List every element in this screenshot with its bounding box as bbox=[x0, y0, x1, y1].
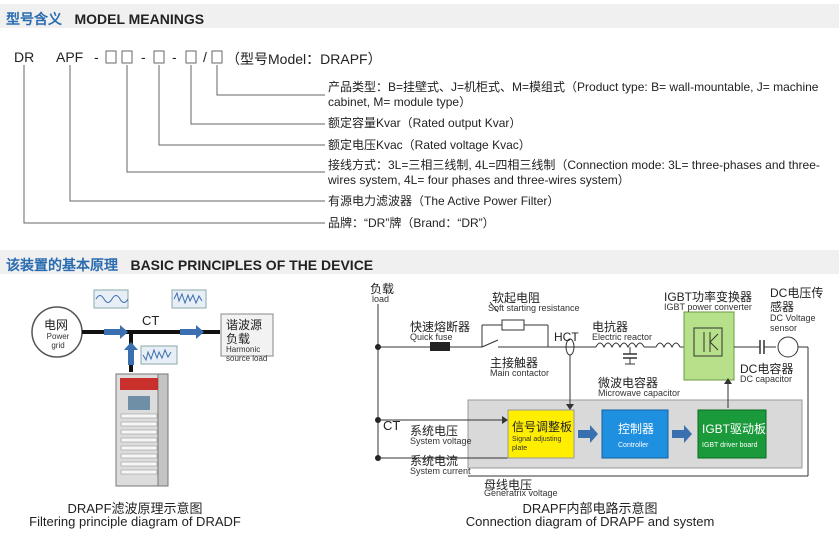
system-current-en: System current bbox=[410, 466, 471, 476]
section-title-cn: 该装置的基本原理 bbox=[6, 257, 118, 273]
quick-fuse bbox=[430, 342, 450, 351]
meaning-apf: 有源电力滤波器（The Active Power Filter） bbox=[328, 194, 560, 208]
igbt-converter bbox=[683, 311, 735, 381]
left-caption-en: Filtering principle diagram of DRADF bbox=[29, 514, 241, 529]
driver-board-en: IGBT driver board bbox=[702, 442, 758, 449]
sine-wave-icon bbox=[93, 289, 129, 309]
signal-board-en-1: Signal adjusting bbox=[512, 436, 562, 443]
load-label-en-2: source load bbox=[226, 354, 268, 363]
arrow-right-icon bbox=[578, 425, 598, 443]
meaning-connection-mode: 接线方式：3L=三相三线制, 4L=四相三线制（Connection mode:… bbox=[328, 158, 820, 187]
mw-cap-en: Microwave capacitor bbox=[598, 388, 681, 398]
arrow-up-icon bbox=[124, 342, 138, 365]
arrow-right-icon bbox=[180, 325, 204, 339]
section-header-principles: 该装置的基本原理 BASIC PRINCIPLES OF THE DEVICE bbox=[0, 250, 839, 274]
contactor-en: Main contactor bbox=[490, 368, 550, 378]
section-header-model: 型号含义 MODEL MEANINGS bbox=[0, 4, 839, 28]
fuse-en: Quick fuse bbox=[410, 332, 453, 342]
meaning-brand: 品牌：“DR”牌（Brand：“DR”） bbox=[328, 216, 495, 230]
grid-label-en: Power grid bbox=[46, 332, 70, 350]
model-leader-lines bbox=[23, 50, 325, 224]
system-current-cn: 系统电流 bbox=[410, 454, 459, 468]
dc-sensor-en-2: sensor bbox=[770, 323, 798, 333]
model-apf: APF bbox=[56, 49, 84, 65]
section-title-en: BASIC PRINCIPLES OF THE DEVICE bbox=[130, 257, 374, 273]
igbt-cn: IGBT功率变换器 bbox=[664, 290, 753, 304]
dc-cap-en: DC capacitor bbox=[740, 374, 793, 384]
soft-start-resistor bbox=[501, 319, 525, 331]
load-en: load bbox=[372, 294, 390, 304]
model-suffix: （型号Model：DRAPF） bbox=[226, 51, 382, 67]
igbt-driver-board bbox=[697, 409, 767, 459]
load-label-cn-2: 负载 bbox=[226, 332, 251, 346]
soft-start-cn: 软起电阻 bbox=[492, 291, 541, 305]
arrow-right-icon bbox=[104, 325, 128, 339]
arrow-right-icon bbox=[672, 425, 692, 443]
load-label-en-1: Harmonic bbox=[226, 345, 261, 354]
fuse-cn: 快速熔断器 bbox=[410, 320, 471, 334]
load-cn: 负载 bbox=[370, 282, 395, 296]
internal-circuit-diagram bbox=[375, 301, 809, 477]
signal-adjusting-board bbox=[507, 409, 575, 459]
system-voltage-en: System voltage bbox=[410, 436, 472, 446]
model-dash-2: - bbox=[141, 49, 146, 65]
mw-cap-cn: 微波电容器 bbox=[598, 376, 659, 390]
dc-voltage-sensor bbox=[777, 336, 799, 358]
dc-sensor-en-1: DC Voltage bbox=[770, 313, 816, 323]
driver-board-cn: IGBT驱动板 bbox=[702, 422, 767, 436]
controller-box bbox=[601, 409, 669, 459]
system-voltage-cn: 系统电压 bbox=[410, 424, 459, 438]
placeholder-box bbox=[185, 50, 197, 64]
reactor-cn: 电抗器 bbox=[592, 320, 629, 334]
soft-start-en: Soft starting resistance bbox=[488, 303, 580, 313]
right-caption-cn: DRAPF内部电路示意图 bbox=[522, 501, 658, 516]
load-label-cn-1: 谐波源 bbox=[226, 318, 263, 332]
bus-voltage-cn: 母线电压 bbox=[484, 478, 533, 492]
meaning-rated-voltage: 额定电压Kvac（Rated voltage Kvac） bbox=[328, 138, 531, 152]
harmonic-load-box bbox=[220, 313, 274, 357]
dc-sensor-cn-1: DC电压传 bbox=[770, 286, 824, 300]
meaning-rated-output: 额定容量Kvar（Rated output Kvar） bbox=[328, 116, 522, 130]
grid-label-cn: 电网 bbox=[44, 318, 69, 332]
model-dr: DR bbox=[14, 49, 35, 65]
controller-en: Controller bbox=[618, 442, 649, 449]
placeholder-box bbox=[211, 50, 223, 64]
model-dash-3: - bbox=[172, 49, 177, 65]
section-title-cn: 型号含义 bbox=[6, 11, 62, 27]
right-caption-en: Connection diagram of DRAPF and system bbox=[465, 514, 715, 529]
placeholder-box bbox=[121, 50, 133, 64]
signal-board-en-2: plate bbox=[512, 445, 528, 452]
section-title-en: MODEL MEANINGS bbox=[74, 11, 205, 27]
bus-voltage-en: Generatrix voltage bbox=[484, 488, 558, 498]
hct-label: HCT bbox=[554, 330, 579, 344]
model-slash: / bbox=[203, 49, 207, 65]
dc-cap-cn: DC电容器 bbox=[740, 362, 794, 376]
model-dash-1: - bbox=[94, 49, 99, 65]
igbt-en: IGBT power converter bbox=[664, 302, 752, 312]
meaning-product-type: 产品类型：B=挂壁式、J=机柜式、M=模组式（Product type: B= … bbox=[328, 80, 819, 109]
ct-label-right: CT bbox=[383, 418, 401, 433]
placeholder-box bbox=[105, 50, 117, 64]
contactor-cn: 主接触器 bbox=[490, 356, 539, 370]
compensation-wave-icon bbox=[140, 345, 178, 365]
dc-sensor-cn-2: 感器 bbox=[770, 300, 795, 314]
reactor-en: Electric reactor bbox=[592, 332, 653, 342]
ct-label: CT bbox=[142, 313, 160, 328]
placeholder-box bbox=[153, 50, 165, 64]
filter-principle-diagram bbox=[31, 289, 274, 487]
signal-board-cn: 信号调整板 bbox=[512, 420, 573, 434]
left-caption-cn: DRAPF滤波原理示意图 bbox=[67, 501, 203, 516]
controller-cn: 控制器 bbox=[618, 422, 655, 436]
reactor-coil bbox=[595, 342, 645, 349]
